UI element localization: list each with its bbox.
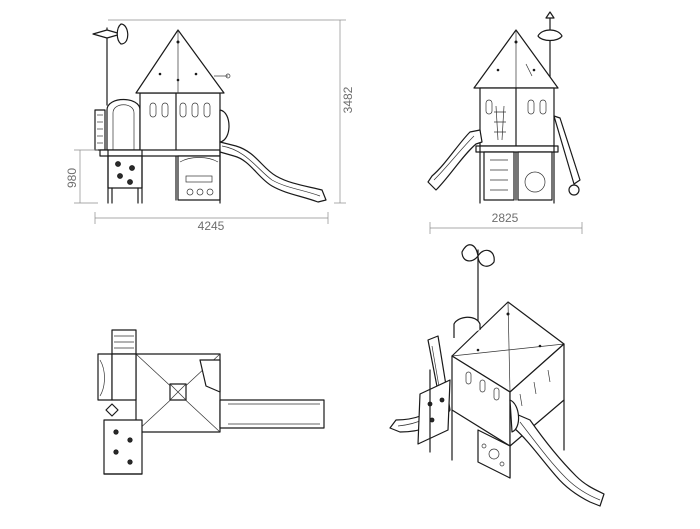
front-width-label: 4245 — [198, 219, 225, 233]
platform-height-label: 980 — [65, 168, 79, 188]
front-dimensions: 4245 3482 980 — [65, 19, 355, 233]
front-height-label: 3482 — [341, 86, 355, 113]
side-width-label: 2825 — [492, 211, 519, 225]
isometric-view — [389, 244, 605, 507]
plan-view — [97, 329, 325, 475]
side-elevation — [427, 11, 581, 204]
front-elevation — [92, 23, 327, 204]
side-dimensions: 2825 — [429, 211, 583, 234]
